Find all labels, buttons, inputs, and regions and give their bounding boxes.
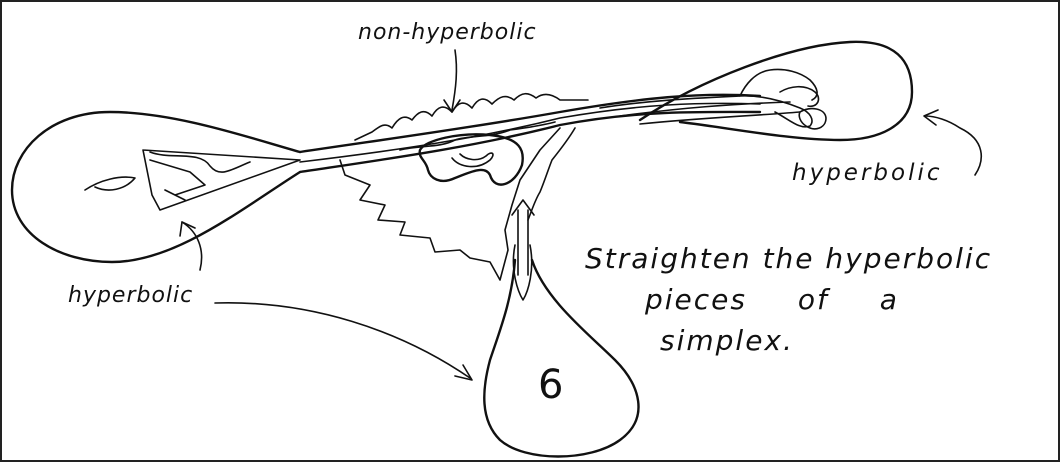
hump-inner-curl [452, 153, 493, 167]
non-hyperbolic-arrow [452, 50, 456, 110]
left-hyperbolic-label: hyperbolic [68, 283, 193, 308]
note-line-2: pieces of a [585, 279, 992, 320]
non-hyperbolic-label: non-hyperbolic [358, 20, 537, 45]
bottom-hyperbolic-arrow [215, 303, 470, 378]
bottom-lobe-neck [513, 245, 531, 300]
left-cusp-tail [150, 152, 250, 172]
instruction-note: Straighten the hyperbolic pieces of a si… [585, 238, 992, 361]
left-hyperbolic-lobe [12, 112, 300, 262]
left-cusp-region [143, 150, 300, 210]
note-line-3: simplex. [585, 320, 992, 361]
right-hyperbolic-lobe [640, 42, 912, 140]
right-lobe-blob [799, 109, 826, 129]
vertical-arrow-shaft [518, 210, 528, 275]
note-line-1: Straighten the hyperbolic [585, 238, 992, 279]
right-hyperbolic-label: hyperbolic [792, 160, 943, 186]
bottom-lobe-mark: 6 [538, 362, 564, 408]
non-hyperbolic-wavy-edge [355, 94, 588, 140]
left-hyperbolic-arrow-head [180, 222, 195, 236]
non-hyperbolic-lower-wavy [340, 128, 560, 280]
left-hyperbolic-arrow [182, 222, 202, 270]
left-lobe-scribble [85, 177, 135, 190]
non-hyperbolic-right-wavy [528, 128, 575, 220]
